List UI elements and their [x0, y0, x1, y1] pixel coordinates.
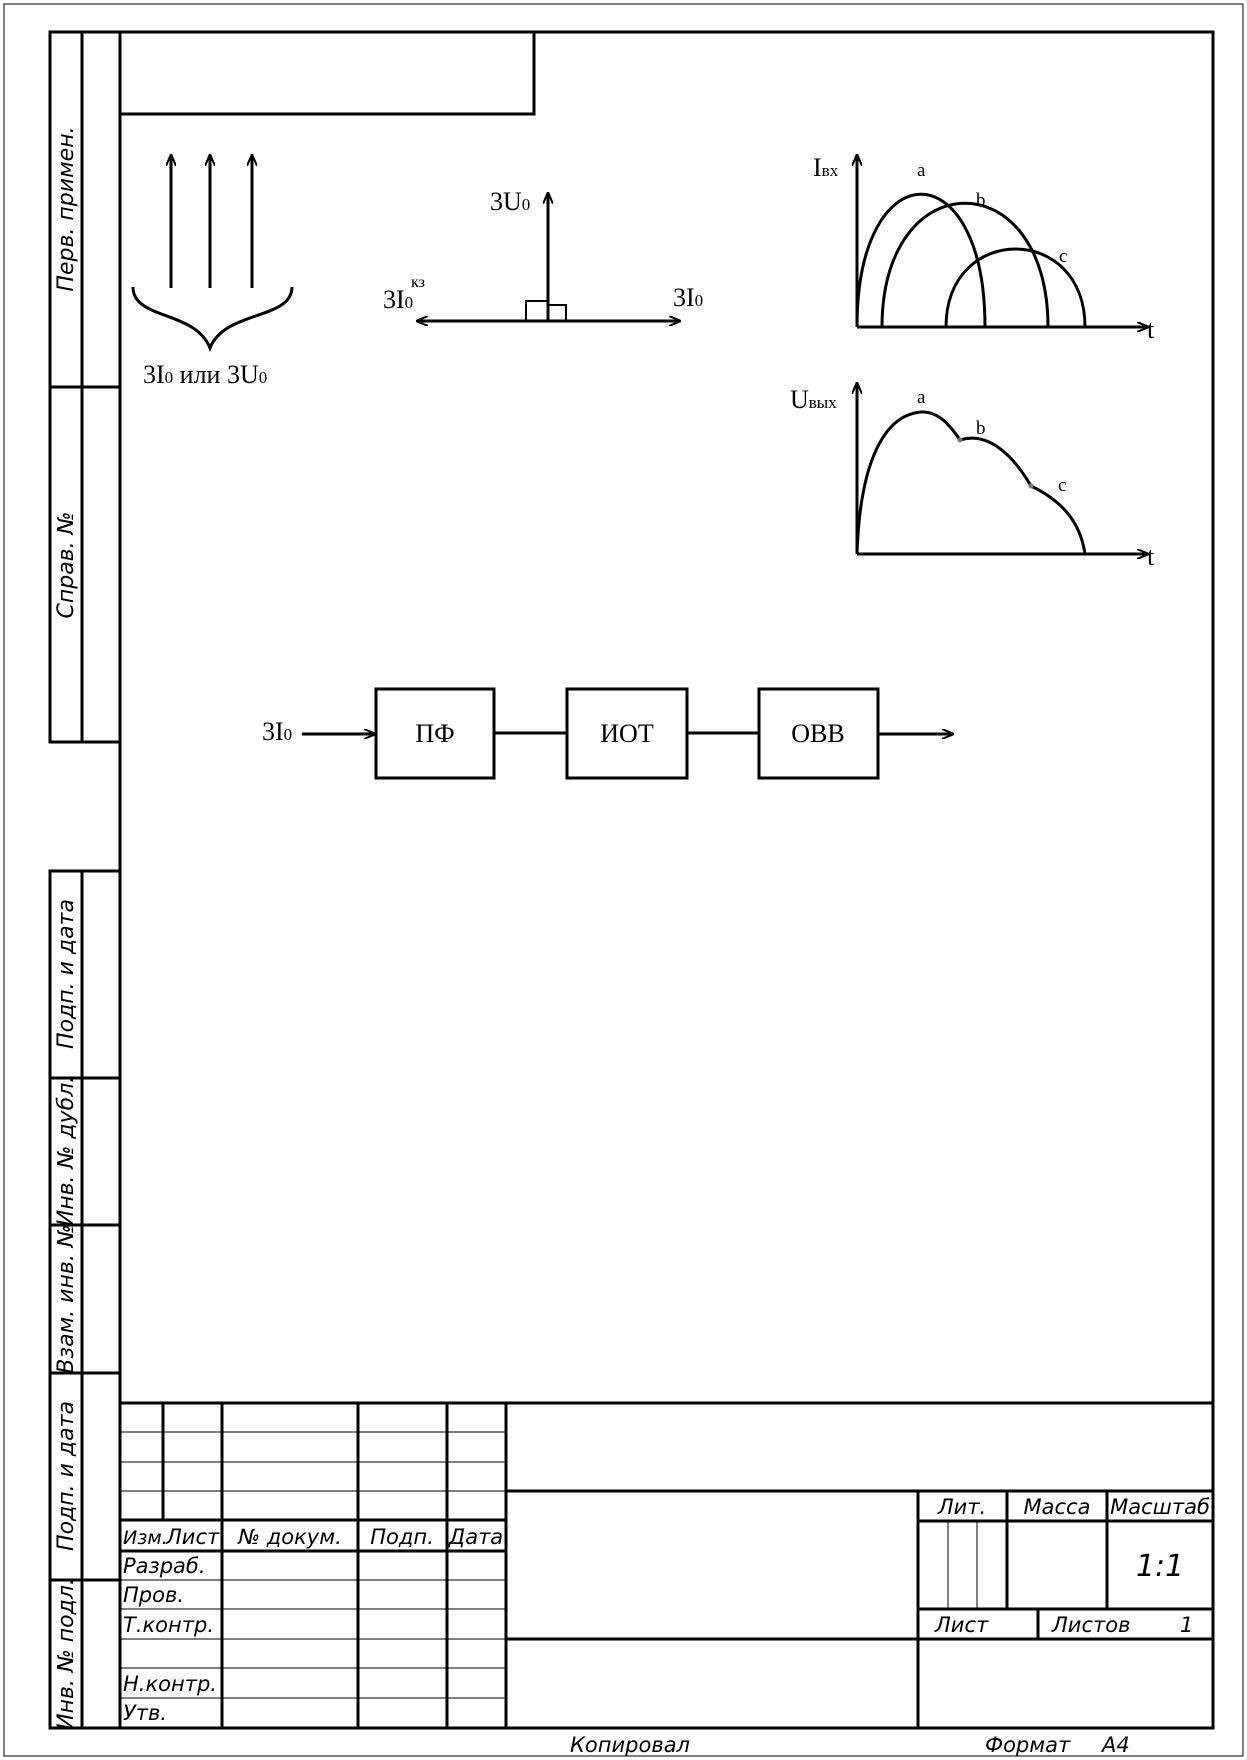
curly-brace: [131, 286, 294, 353]
input-x-label: t: [1147, 315, 1155, 344]
input-plot: Iвх t a b c: [813, 153, 1155, 344]
output-point-a-label: a: [917, 387, 926, 408]
izm-header: Изм.: [123, 1527, 168, 1549]
output-point-c-label: c: [1058, 475, 1066, 496]
i-vector-label: 3I0: [673, 283, 703, 312]
masshtab-header: Масштаб: [1110, 1495, 1210, 1519]
vector-diagram: 3U0 3I0 3I0 кз: [383, 187, 703, 321]
format-value: A4: [1100, 1733, 1130, 1757]
sprav-no-label: Справ. №: [54, 511, 79, 618]
input-curve-a: [855, 192, 987, 328]
prov-label: Пров.: [123, 1583, 184, 1607]
scale-value: 1:1: [1136, 1549, 1184, 1584]
ikz-superscript: кз: [411, 274, 425, 291]
podp-header: Подп.: [370, 1525, 434, 1549]
input-curve-b-label: b: [976, 190, 986, 211]
block-pf-label: ПФ: [415, 719, 454, 748]
brace-sketch: 3I0 или 3U0: [131, 155, 294, 389]
input-curve-c-label: c: [1059, 246, 1067, 267]
title-block: Изм. Лист № докум. Подп. Дата Разраб. Пр…: [120, 1401, 1213, 1728]
side-strip: Перв. примен. Справ. № Подп. и дата Инв.…: [48, 30, 122, 1730]
output-x-label: t: [1147, 542, 1155, 571]
top-left-box: [120, 32, 536, 116]
lit-header: Лит.: [937, 1495, 986, 1519]
output-curve: [855, 410, 1087, 555]
perv-primen-label: Перв. примен.: [54, 126, 79, 291]
main-frame: [118, 30, 1215, 1730]
podp-data-label-1: Подп. и дата: [54, 899, 79, 1049]
kopiroval-label: Копировал: [570, 1733, 690, 1757]
input-curve-a-label: a: [917, 160, 926, 181]
podp-data-label-2: Подп. и дата: [54, 1401, 79, 1551]
ikz-vector-label: 3I0: [383, 285, 413, 314]
block-diagram: 3I0 ПФ ИОТ ОВВ: [262, 687, 953, 780]
input-curve-b: [880, 201, 1050, 328]
sheets-label: Листов: [1051, 1613, 1130, 1637]
list-header: Лист: [165, 1525, 220, 1549]
n-kontr-label: Н.контр.: [123, 1672, 217, 1696]
no-dokum-header: № докум.: [237, 1525, 342, 1549]
block-input-label: 3I0: [262, 717, 292, 746]
brace-caption: 3I0 или 3U0: [143, 360, 267, 389]
t-kontr-label: Т.контр.: [123, 1613, 214, 1637]
inv-no-podl-label: Инв. № подл.: [54, 1578, 79, 1730]
output-point-c: [1028, 483, 1034, 489]
right-angle-mark: [525, 300, 549, 322]
right-angle-mark-small: [547, 304, 567, 322]
block-iot-label: ИОТ: [600, 719, 654, 748]
outer-frame: [3, 3, 1244, 1757]
data-header: Дата: [448, 1525, 503, 1549]
output-point-b: [957, 437, 963, 443]
sheet-label: Лист: [934, 1613, 989, 1637]
format-label: Формат: [985, 1733, 1071, 1757]
utv-label: Утв.: [123, 1701, 167, 1725]
vzam-inv-no-label: Взам. инв. №: [54, 1224, 79, 1373]
output-plot: Uвых t a b c: [790, 383, 1155, 571]
inv-no-dubl-label: Инв. № дубл.: [54, 1076, 79, 1227]
output-point-b-label: b: [976, 418, 986, 439]
u-vector-label: 3U0: [490, 187, 530, 216]
block-ovv-label: ОВВ: [791, 719, 844, 748]
input-curve-c: [944, 247, 1087, 328]
massa-header: Масса: [1024, 1495, 1091, 1519]
output-y-label: Uвых: [790, 385, 837, 414]
sheets-value: 1: [1180, 1613, 1193, 1637]
input-y-label: Iвх: [813, 153, 839, 182]
razrab-label: Разраб.: [123, 1554, 206, 1578]
